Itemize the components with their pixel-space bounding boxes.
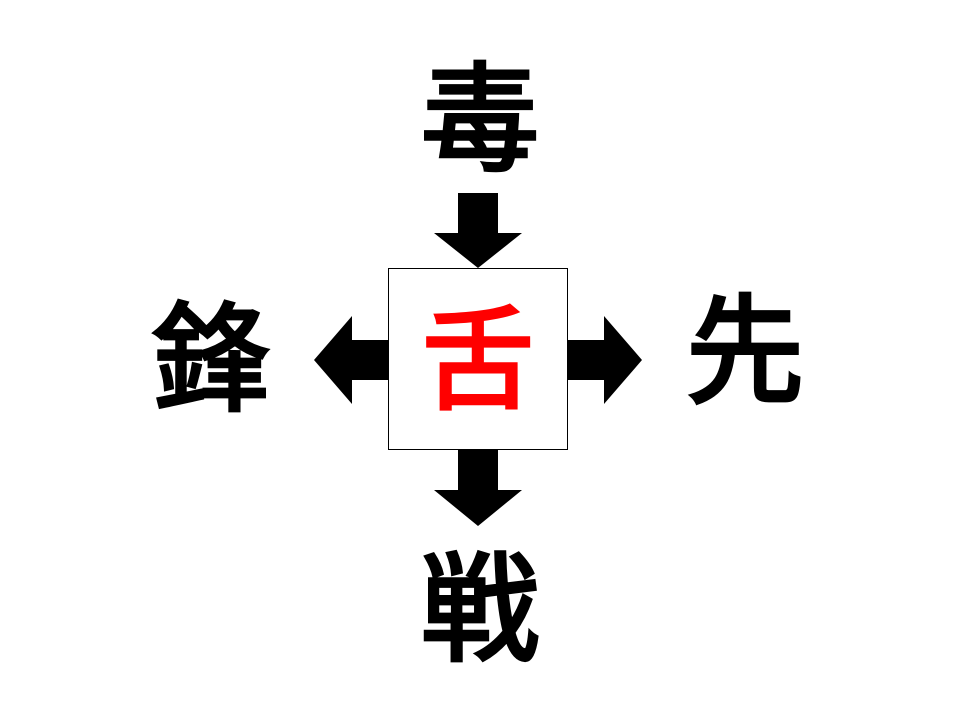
clue-left-kanji: 鋒	[150, 291, 269, 429]
arrow-right-icon	[568, 316, 642, 404]
arrow-left-icon	[314, 316, 388, 404]
answer-box[interactable]: 舌	[388, 268, 568, 450]
arrow-down-icon	[434, 450, 522, 526]
clue-top-kanji: 毒	[420, 51, 539, 189]
answer-kanji: 舌	[422, 296, 534, 426]
clue-bottom-kanji: 戦	[420, 541, 539, 679]
arrow-down-icon	[434, 193, 522, 268]
clue-right-kanji: 先	[685, 283, 804, 421]
